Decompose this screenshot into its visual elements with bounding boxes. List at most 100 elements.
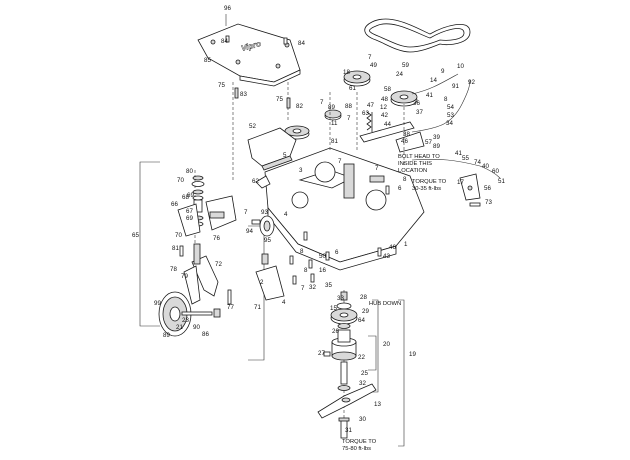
callout-88: 88 [345, 103, 352, 110]
callout-2: 2 [260, 279, 264, 286]
cutter-blade[interactable] [317, 383, 377, 419]
callout-41: 41 [455, 150, 462, 157]
hub-down-note: HUB DOWN [369, 301, 401, 307]
callout-84: 84 [298, 40, 305, 47]
callout-5: 5 [283, 152, 287, 159]
callout-8: 8 [403, 176, 407, 183]
torque-note-blade-line-1: TORQUE TO [342, 439, 377, 445]
blade-bolt[interactable] [338, 417, 350, 439]
callout-17: 17 [457, 179, 464, 186]
callout-4: 4 [282, 299, 286, 306]
belt-guard[interactable] [247, 127, 297, 171]
callout-66: 66 [171, 201, 178, 208]
callout-94: 94 [246, 228, 253, 235]
callout-39: 39 [433, 134, 440, 141]
callout-33: 33 [337, 295, 344, 302]
torque-note-deck-line-2: 30-35 ft-lbs [412, 186, 441, 192]
height-adjust-bracket[interactable] [459, 173, 481, 207]
callout-10: 10 [457, 63, 464, 70]
callout-58: 58 [384, 86, 391, 93]
callout-67: 67 [186, 208, 193, 215]
deck-cover[interactable]: Vipro [197, 23, 301, 87]
callout-73: 73 [485, 199, 492, 206]
callout-24: 24 [396, 71, 403, 78]
anti-scalp-roller[interactable] [251, 215, 275, 237]
callout-86: 86 [202, 331, 209, 338]
callout-38: 38 [403, 131, 410, 138]
spindle-pulley-mid[interactable] [324, 109, 342, 121]
callout-89: 89 [433, 143, 440, 150]
callout-50: 50 [319, 253, 326, 260]
callout-91: 91 [452, 83, 459, 90]
callout-20: 20 [383, 341, 390, 348]
torque-note-blade-line-2: 75-80 ft-lbs [342, 446, 371, 452]
callout-29: 29 [362, 308, 369, 315]
callout-32: 32 [359, 380, 366, 387]
callout-81: 81 [172, 245, 179, 252]
callout-13: 13 [374, 401, 381, 408]
callout-8: 8 [304, 267, 308, 274]
callout-89: 89 [328, 104, 335, 111]
center-pulley[interactable] [343, 70, 371, 87]
spindle-housing[interactable] [331, 329, 357, 361]
callout-7: 7 [375, 165, 379, 172]
callout-28: 28 [360, 294, 367, 301]
callout-40: 40 [482, 163, 489, 170]
idler-arm[interactable] [359, 111, 425, 153]
cover-bolt[interactable] [225, 35, 291, 109]
caster-wheel[interactable] [158, 291, 192, 337]
callout-46: 46 [389, 244, 396, 251]
callout-89: 89 [163, 332, 170, 339]
bolt-head-note-line-1: BOLT HEAD TO [398, 154, 440, 160]
callout-56: 56 [484, 185, 491, 192]
callout-7: 7 [368, 54, 372, 61]
caster-bolt[interactable] [179, 245, 232, 305]
callout-93: 93 [261, 209, 268, 216]
callout-71: 71 [254, 304, 261, 311]
callout-8: 8 [300, 248, 304, 255]
callout-68: 68 [182, 194, 189, 201]
callout-82: 82 [296, 103, 303, 110]
callout-52: 52 [249, 123, 256, 130]
idler-pulley-right[interactable] [390, 90, 418, 107]
callout-7: 7 [301, 285, 305, 292]
caster-mount-bracket[interactable] [177, 195, 237, 237]
callout-21: 21 [176, 324, 183, 331]
callout-63: 63 [362, 110, 369, 117]
callout-69: 69 [186, 215, 193, 222]
spindle-shaft[interactable] [337, 361, 351, 391]
callout-95: 95 [264, 237, 271, 244]
callout-11: 11 [331, 120, 338, 127]
bolt-head-note-line-3: LOCATION [398, 168, 427, 174]
callout-35: 35 [325, 282, 332, 289]
caster-fork[interactable] [183, 243, 219, 305]
callout-7: 7 [320, 99, 324, 106]
torque-note-deck-line-1: TORQUE TO [412, 179, 447, 185]
spindle-pulley[interactable] [330, 291, 358, 329]
callout-44: 44 [384, 121, 391, 128]
drive-belt[interactable] [364, 18, 471, 53]
callout-83: 83 [240, 91, 247, 98]
callout-70: 70 [177, 177, 184, 184]
callout-69: 69 [187, 192, 194, 199]
callout-34: 34 [446, 120, 453, 127]
callout-75: 75 [276, 96, 283, 103]
tension-cable[interactable] [411, 73, 501, 179]
callout-3: 3 [299, 167, 303, 174]
callout-77: 77 [227, 304, 234, 311]
callout-99: 99 [154, 300, 161, 307]
callout-60: 60 [492, 168, 499, 175]
wheel-axle-bolt[interactable] [181, 308, 221, 318]
callout-41: 41 [426, 92, 433, 99]
callout-1: 1 [404, 241, 408, 248]
callout-4: 4 [284, 211, 288, 218]
grease-fitting[interactable] [323, 351, 331, 357]
left-pulley[interactable] [284, 125, 310, 140]
callout-49: 49 [370, 62, 377, 69]
callout-64: 64 [358, 317, 365, 324]
deck-hardware[interactable] [289, 185, 390, 285]
bolt-head-note-line-2: INSIDE THIS [398, 161, 432, 167]
callout-80: 80 [186, 168, 193, 175]
gauge-wheel-bracket[interactable] [255, 253, 285, 301]
